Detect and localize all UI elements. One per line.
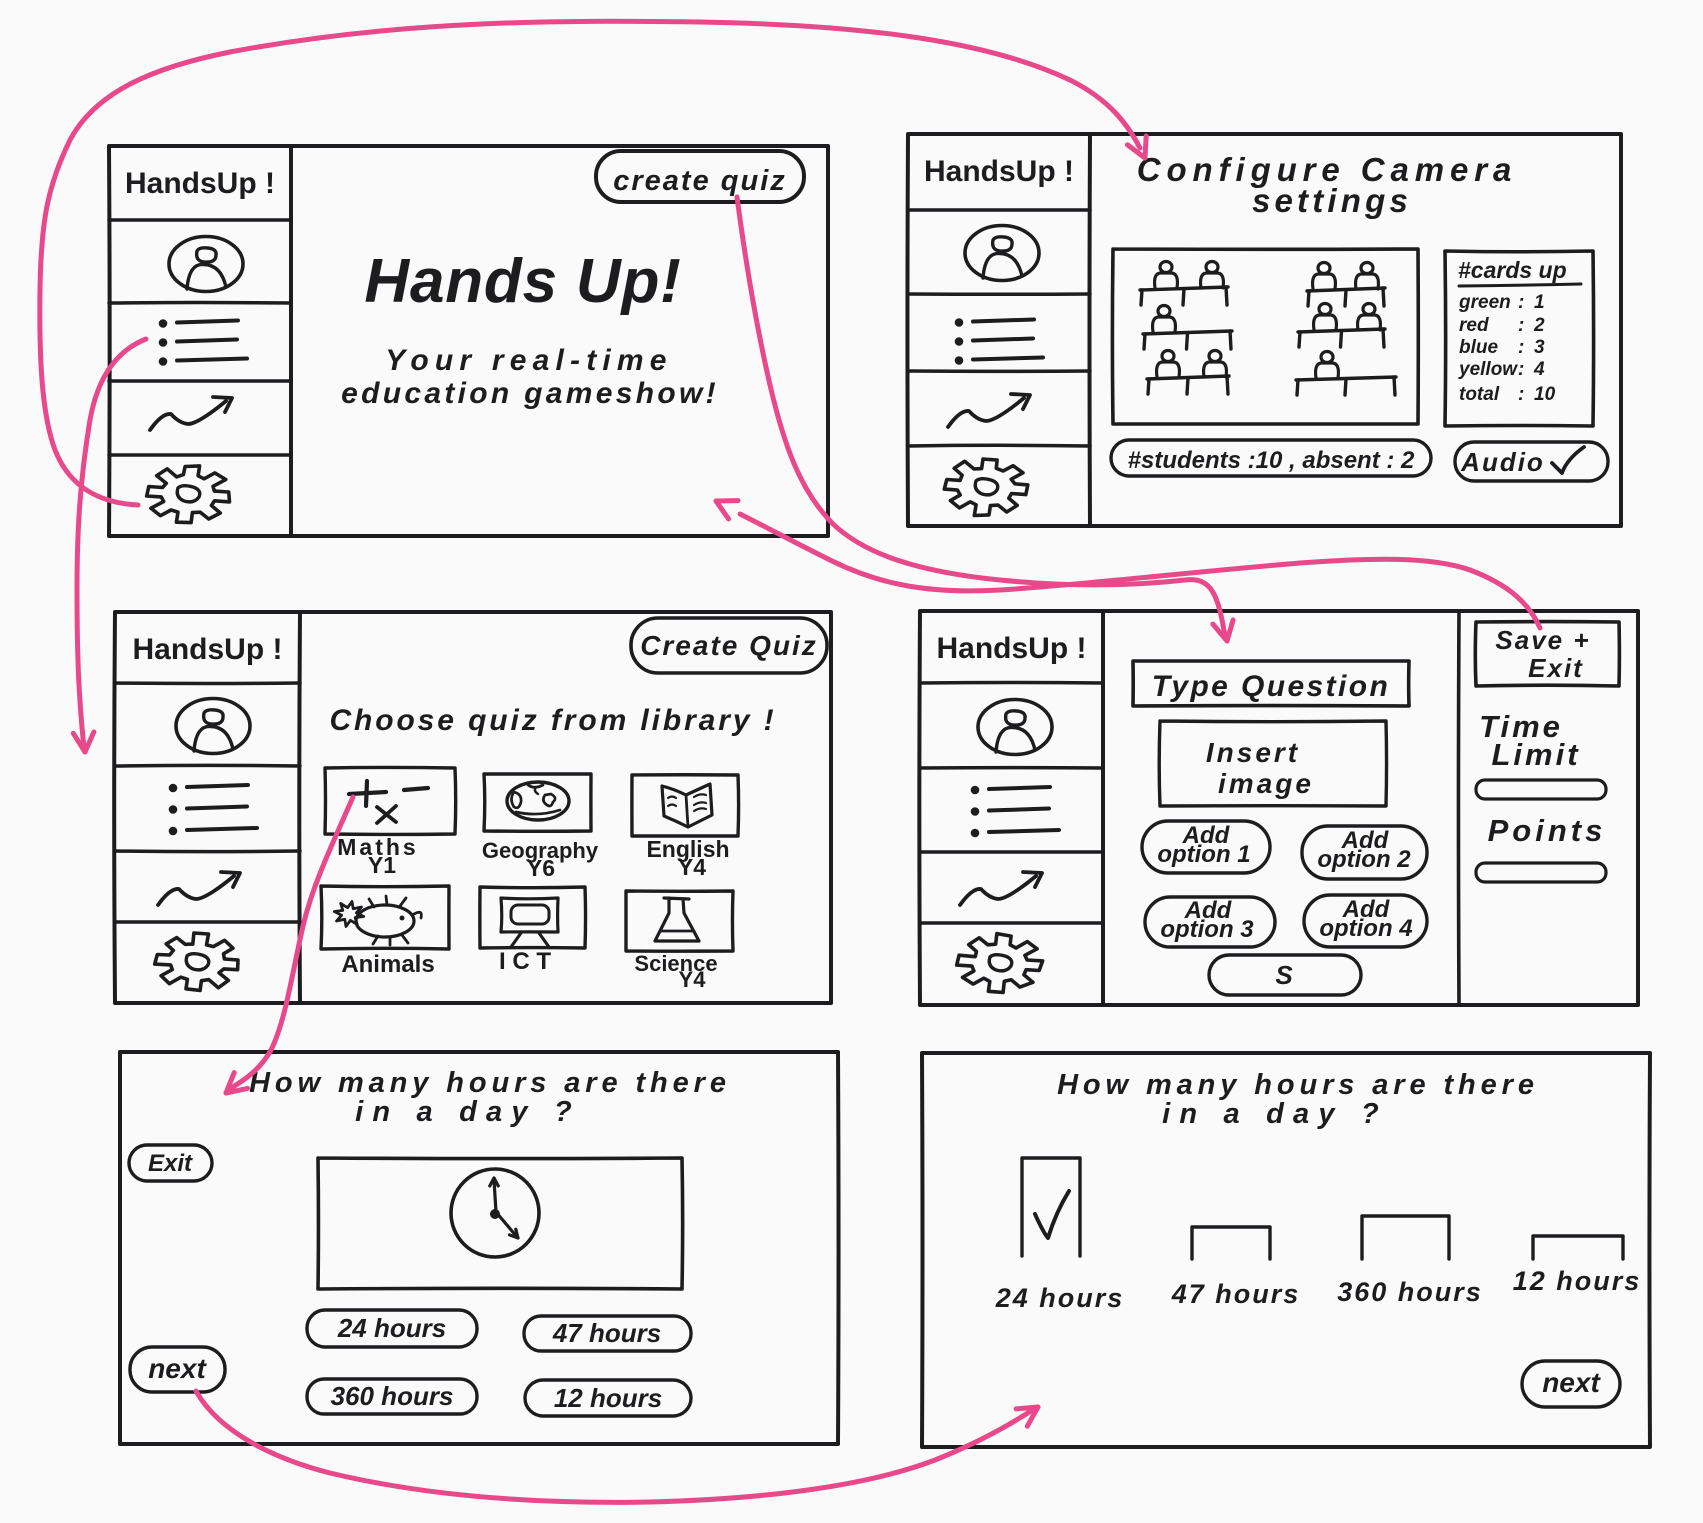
svg-text:Y1: Y1 <box>368 852 396 878</box>
svg-text:Maths: Maths <box>337 834 418 860</box>
svg-text:education gameshow!: education gameshow! <box>341 377 719 410</box>
svg-text:Create Quiz: Create Quiz <box>640 630 818 661</box>
svg-text:How many hours are there: How many hours are there <box>249 1067 731 1099</box>
svg-text:Choose quiz from library !: Choose quiz from library ! <box>329 704 776 737</box>
svg-text:Exit: Exit <box>148 1150 193 1177</box>
svg-text:Animals: Animals <box>341 951 434 978</box>
svg-text:4: 4 <box>1533 359 1545 380</box>
svg-text:#cards up: #cards up <box>1458 257 1567 283</box>
svg-text:10: 10 <box>1534 384 1556 405</box>
svg-text:HandsUp !: HandsUp ! <box>125 167 275 200</box>
svg-text::: : <box>1518 292 1524 313</box>
svg-text:Geography: Geography <box>482 838 599 863</box>
svg-text:total: total <box>1459 384 1500 405</box>
svg-text:next: next <box>1542 1367 1601 1398</box>
svg-text:Exit: Exit <box>1528 653 1584 683</box>
svg-text:Science: Science <box>634 951 717 976</box>
svg-text:in a day ?: in a day ? <box>1162 1098 1388 1130</box>
svg-text:HandsUp !: HandsUp ! <box>937 632 1087 665</box>
svg-text:Add: Add <box>1182 822 1231 849</box>
svg-text:360 hours: 360 hours <box>1337 1277 1483 1307</box>
svg-text:yellow: yellow <box>1458 359 1518 380</box>
svg-text:12 hours: 12 hours <box>554 1383 662 1413</box>
svg-text:option 4: option 4 <box>1319 915 1412 942</box>
svg-text:24 hours: 24 hours <box>337 1313 446 1343</box>
svg-text:Time: Time <box>1479 709 1563 744</box>
svg-text:settings: settings <box>1252 182 1412 219</box>
svg-text:option 1: option 1 <box>1157 841 1250 868</box>
svg-text:2: 2 <box>1533 315 1545 336</box>
svg-text:create quiz: create quiz <box>613 165 787 197</box>
svg-text:Add: Add <box>1342 896 1391 923</box>
svg-text:next: next <box>148 1353 207 1384</box>
svg-text:HandsUp !: HandsUp ! <box>133 633 283 666</box>
svg-text:English: English <box>646 836 729 862</box>
svg-text:Add: Add <box>1184 897 1233 924</box>
svg-text:Type Question: Type Question <box>1152 670 1390 703</box>
svg-text:HandsUp !: HandsUp ! <box>924 155 1074 188</box>
svg-text::: : <box>1518 359 1524 380</box>
svg-text:blue: blue <box>1459 337 1498 358</box>
svg-text:12 hours: 12 hours <box>1513 1266 1642 1296</box>
svg-text:Y4: Y4 <box>678 854 706 880</box>
svg-text:#students :10 , absent : 2: #students :10 , absent : 2 <box>1128 447 1415 474</box>
svg-text:Points: Points <box>1488 813 1607 848</box>
svg-text:47 hours: 47 hours <box>1171 1279 1301 1309</box>
svg-text:option 3: option 3 <box>1160 916 1254 943</box>
svg-text:1: 1 <box>1534 292 1545 313</box>
svg-text::: : <box>1518 315 1524 336</box>
svg-text:Limit: Limit <box>1491 737 1580 772</box>
svg-text:How many hours are there: How many hours are there <box>1057 1069 1539 1101</box>
svg-text:Save +: Save + <box>1495 625 1590 655</box>
svg-text:S: S <box>1275 960 1293 990</box>
svg-text:Configure Camera: Configure Camera <box>1137 151 1517 188</box>
svg-text:green: green <box>1458 292 1511 313</box>
svg-text:Hands Up!: Hands Up! <box>364 247 681 316</box>
svg-text:in a day ?: in a day ? <box>355 1096 581 1128</box>
svg-text:Y4: Y4 <box>679 967 707 992</box>
svg-text::: : <box>1518 384 1524 405</box>
svg-text:I C T: I C T <box>499 948 551 975</box>
svg-text:Insert: Insert <box>1206 737 1300 768</box>
svg-text:option 2: option 2 <box>1317 846 1411 873</box>
svg-text:Y6: Y6 <box>527 855 555 881</box>
svg-text:24 hours: 24 hours <box>995 1283 1125 1313</box>
svg-text:3: 3 <box>1534 337 1545 358</box>
svg-text:image: image <box>1218 768 1314 799</box>
svg-text:360 hours: 360 hours <box>331 1381 454 1411</box>
svg-text:Your real-time: Your real-time <box>385 344 672 377</box>
svg-text:Add: Add <box>1341 827 1390 854</box>
svg-text::: : <box>1518 337 1524 358</box>
svg-text:Audio: Audio <box>1460 447 1545 477</box>
svg-text:47 hours: 47 hours <box>552 1318 661 1348</box>
svg-text:red: red <box>1459 315 1489 336</box>
